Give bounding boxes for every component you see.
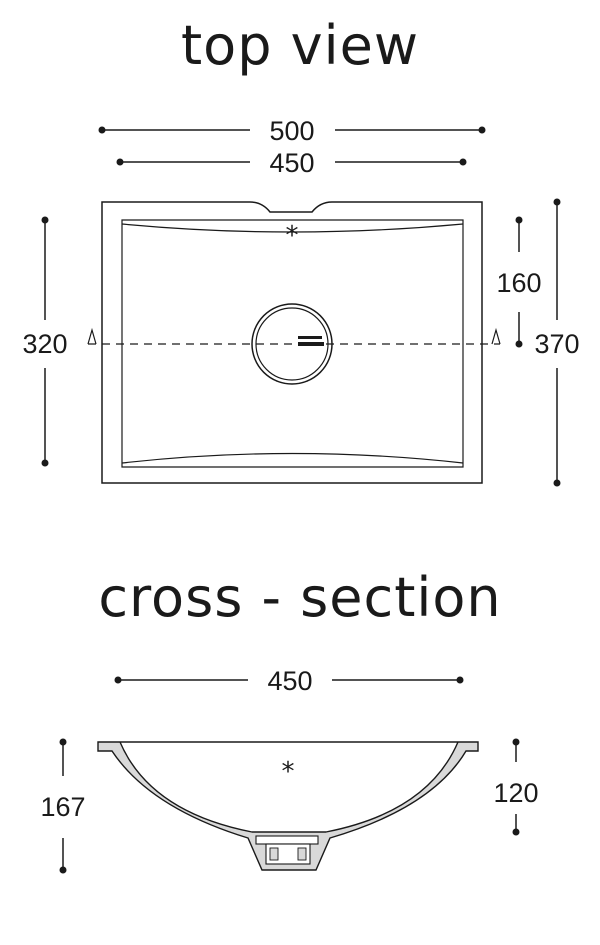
dimension-bowl-depth: 120	[493, 738, 539, 836]
drain-section-detail	[255, 835, 319, 865]
label-inner-height: 320	[22, 329, 67, 359]
label-outer-width: 500	[269, 116, 314, 146]
dimension-outer-width: 500	[98, 116, 486, 146]
basin-inner-outline	[121, 219, 464, 468]
dimension-section-width: 450	[114, 666, 464, 696]
dimension-inner-height: 320	[22, 216, 68, 467]
break-symbol-right	[491, 327, 501, 345]
asterisk-marker-top: *	[286, 221, 299, 251]
label-bowl-depth: 120	[493, 778, 538, 808]
label-inner-width: 450	[269, 148, 314, 178]
basin-outer-outline	[101, 201, 483, 484]
label-section-width: 450	[267, 666, 312, 696]
asterisk-marker-section: *	[282, 757, 295, 787]
dimension-inner-width: 450	[116, 148, 467, 178]
break-symbol-left	[87, 327, 97, 345]
dimension-total-height: 167	[40, 738, 86, 874]
basin-rim-top-curve	[121, 223, 464, 233]
label-outer-height: 370	[534, 329, 579, 359]
label-half-depth: 160	[496, 268, 541, 298]
cross-section-title: cross - section	[98, 566, 502, 629]
top-view-title: top view	[180, 14, 419, 77]
dimension-half-depth: 160	[496, 216, 542, 348]
basin-rim-bottom-curve	[121, 452, 464, 464]
label-total-height: 167	[40, 792, 85, 822]
dimension-outer-height: 370	[534, 198, 580, 487]
